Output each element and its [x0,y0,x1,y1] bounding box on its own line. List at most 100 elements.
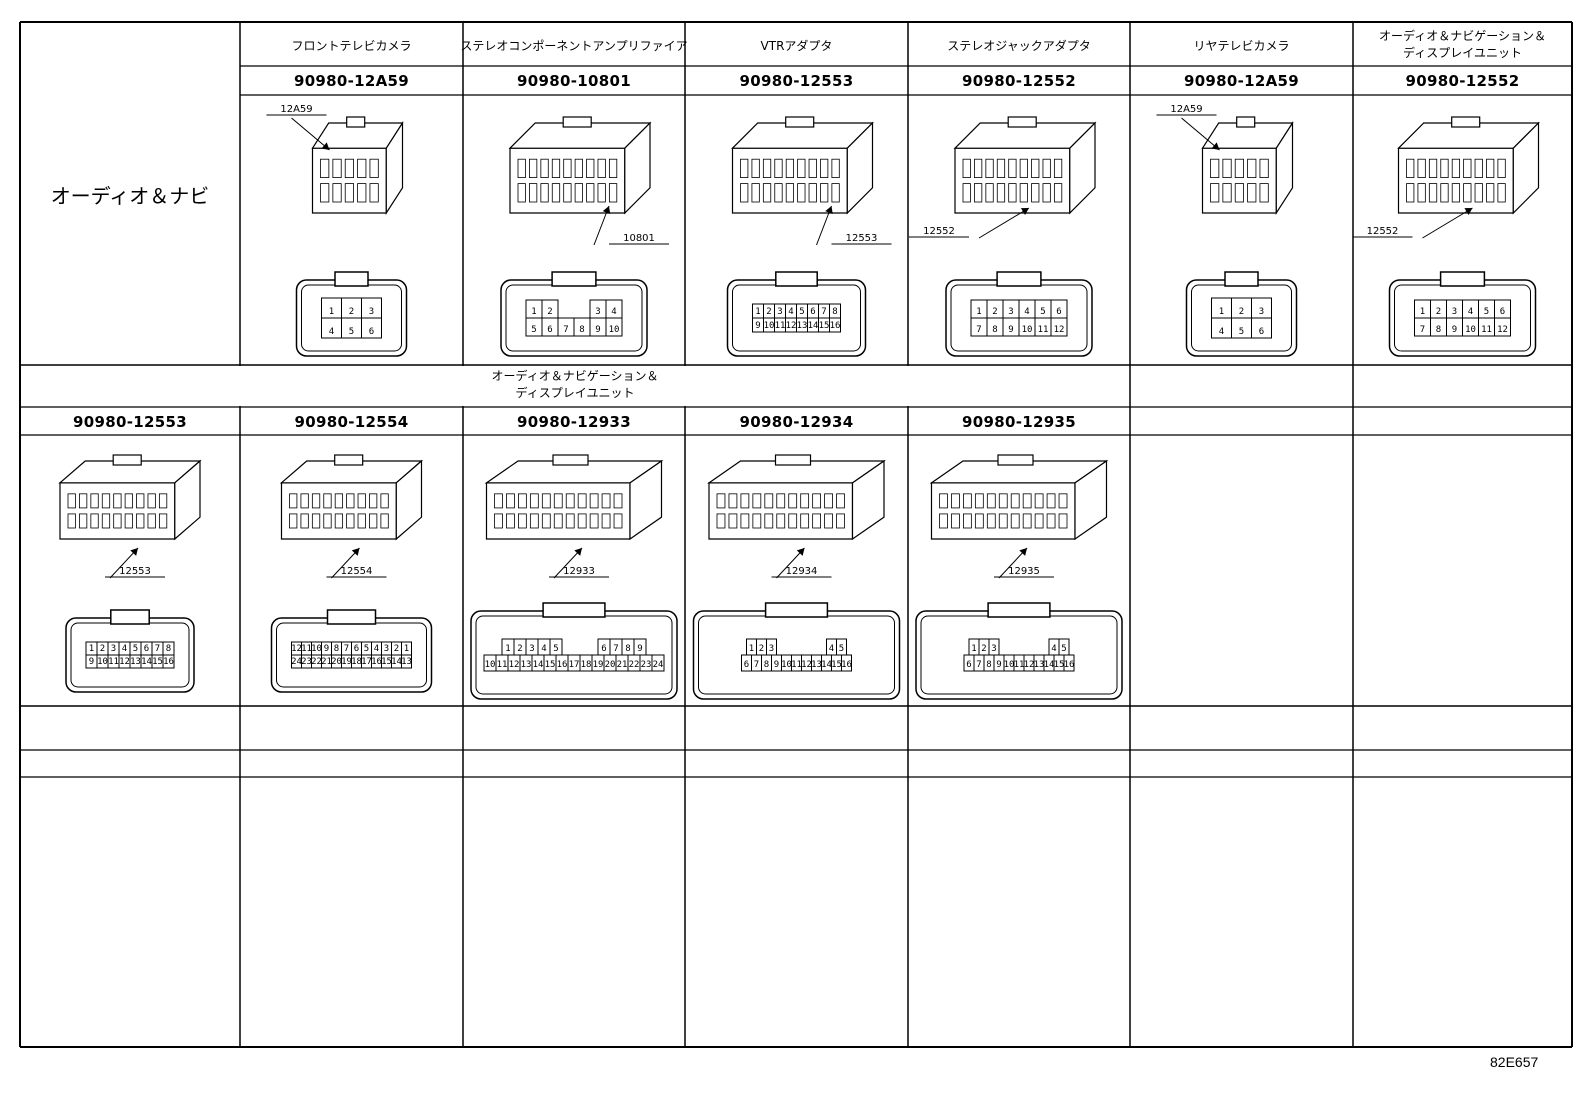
connector-cavity [1247,183,1257,203]
connector-latch [1451,116,1481,128]
connector-cavity [529,493,539,509]
connector-cavity [1022,493,1032,509]
pin-number: 8 [625,644,630,654]
connector-cavity [147,513,156,529]
connector-illustration [508,116,652,215]
connector-cavity [1486,158,1495,178]
connector-cavity [517,158,526,178]
pin-number: 7 [976,325,981,335]
pin-number: 8 [832,307,837,317]
pin-number: 14 [391,657,402,667]
connector-cavity [565,513,575,529]
connector-cavity [1234,158,1244,178]
connector-cavity [1486,183,1495,203]
connector-face-housing [915,602,1123,700]
callout-label: 10801 [623,233,655,244]
part-number: 90980-12552 [1406,72,1520,90]
pin-number: 1 [505,644,510,654]
connector-latch [1236,116,1256,128]
part-number: 90980-12554 [295,413,409,431]
pin-cell [605,317,623,337]
connector-cavity [1497,183,1506,203]
pin-number: 11 [1038,325,1049,335]
connector-cavity [311,493,321,509]
pin-number: 10 [781,660,792,670]
callout-arrow [130,548,138,556]
connector-illustration [58,454,202,541]
connector-cavity [494,513,503,529]
pin-number: 3 [1008,307,1013,317]
pin-number: 4 [1024,307,1029,317]
connector-cavity [1463,183,1472,203]
connector-illustration [279,454,424,541]
pin-number: 1 [976,307,981,317]
connector-illustration [953,116,1097,215]
connector-cavity [158,493,168,509]
connector-cavity [369,513,378,529]
pin-number: 24 [291,657,302,667]
connector-latch [346,116,366,128]
pin-cell [651,654,665,672]
pin-number: 5 [1239,327,1244,337]
connector-cavity [974,513,984,529]
connector-cavity [788,493,798,509]
housing-latch [987,602,1051,618]
connector-cavity [1010,493,1020,509]
pin-number: 9 [755,321,760,331]
callout-label: 12934 [786,566,818,577]
connector-illustration [929,454,1109,541]
merged-cell [21,366,1129,406]
pin-number: 14 [1044,660,1055,670]
connector-cavity [939,513,948,529]
connector-cavity [574,158,583,178]
connector-cavity [553,513,563,529]
connector-cavity [963,513,972,529]
connector-side [174,459,201,541]
callout-label: 12A59 [280,104,312,115]
pin-number: 22 [629,660,640,670]
pin-number: 4 [788,307,793,317]
part-number: 90980-12935 [962,413,1076,431]
pin-number: 5 [1061,644,1066,654]
connector-face-housing [470,602,678,700]
connector-cavity [518,513,527,529]
connector-cavity [1031,158,1040,178]
pin-number: 9 [324,644,329,654]
connector-side [1512,121,1540,215]
pin-cell [1494,317,1511,337]
connector-cavity [1008,158,1017,178]
connector-side [629,459,663,541]
connector-cavity [1463,158,1472,178]
pin-number: 3 [991,644,996,654]
connector-cavity [836,493,845,509]
connector-cavity [808,183,817,203]
pin-number: 9 [996,660,1001,670]
connector-cavity [1022,513,1032,529]
callout-label: 12552 [1367,226,1399,237]
pin-number: 11 [791,660,802,670]
connector-cavity [369,493,378,509]
connector-cavity [785,158,795,178]
pin-number: 11 [301,644,312,654]
connector-cavity [1451,158,1461,178]
connector-cavity [380,513,389,529]
connector-cavity [831,183,840,203]
connector-cavity [323,493,332,509]
connector-cavity [762,158,772,178]
pin-number: 9 [1008,325,1013,335]
housing-latch [1439,271,1486,287]
connector-cavity [357,493,366,509]
housing-latch [326,609,377,625]
pin-number: 4 [374,644,379,654]
pin-number: 10 [1465,325,1476,335]
connector-latch [334,454,364,466]
callout-label: 12933 [563,566,595,577]
connector-cavity [1058,513,1068,529]
pin-number: 21 [617,660,628,670]
pin-number: 16 [557,660,568,670]
connector-cavity [551,183,561,203]
pin-number: 3 [1452,307,1457,317]
